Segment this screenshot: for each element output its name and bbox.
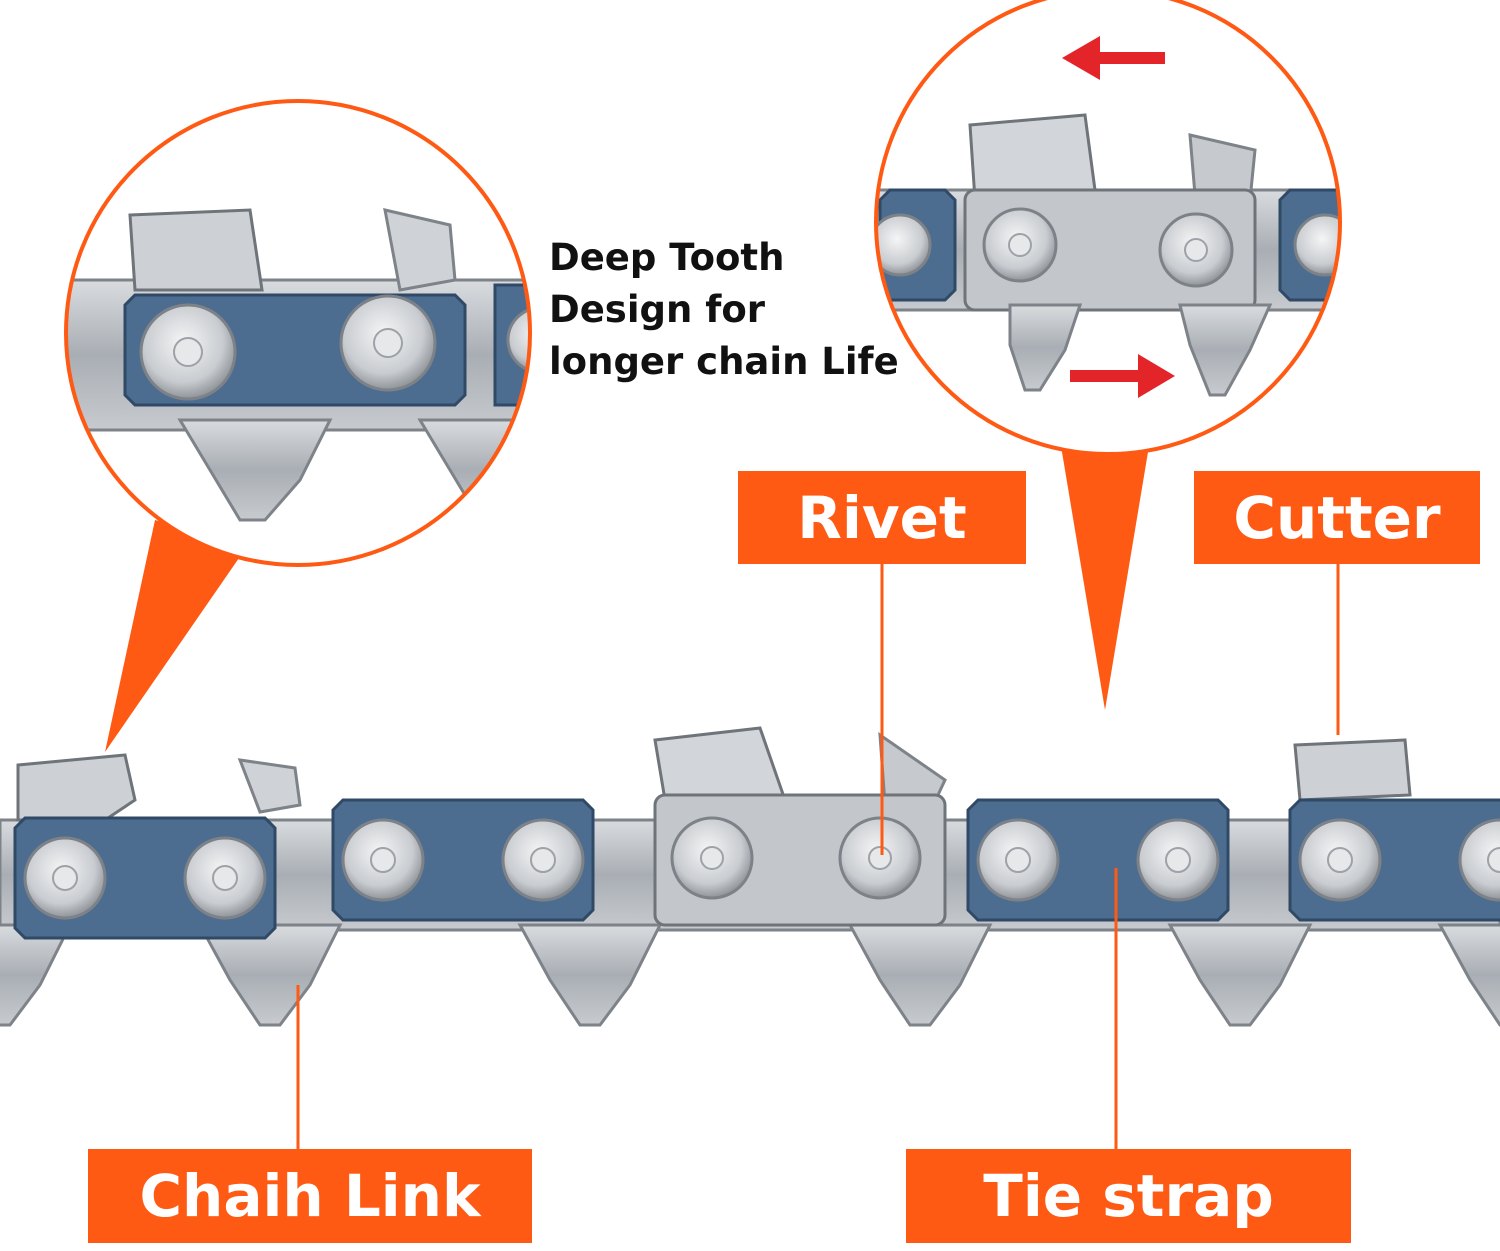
- label-tie-strap: Tie strap: [983, 1162, 1274, 1230]
- arrow-left-icon: [1062, 36, 1165, 80]
- caption-line-2: Design for: [549, 288, 765, 331]
- label-chain-link: Chaih Link: [139, 1162, 481, 1230]
- label-box-tie-strap-bg: [906, 1149, 1351, 1243]
- zoom-circle-right: [874, 0, 1342, 456]
- caption-line-1: Deep Tooth: [549, 236, 785, 279]
- arrow-right-icon: [1070, 354, 1175, 398]
- label-cutter: Cutter: [1233, 483, 1441, 552]
- main-chain: [0, 726, 1500, 1027]
- label-box-rivet-bg: [738, 471, 1026, 564]
- callout-pointer-left: [105, 520, 248, 752]
- label-rivet: Rivet: [797, 483, 967, 552]
- zoom-circle-left: [64, 99, 532, 567]
- label-box-cutter-bg: [1194, 471, 1480, 564]
- feature-caption: Deep Tooth Design for longer chain Life: [549, 232, 909, 388]
- callout-pointer-right: [1060, 440, 1150, 710]
- caption-line-3: longer chain Life: [549, 340, 899, 383]
- label-box-chain-link-bg: [88, 1149, 532, 1243]
